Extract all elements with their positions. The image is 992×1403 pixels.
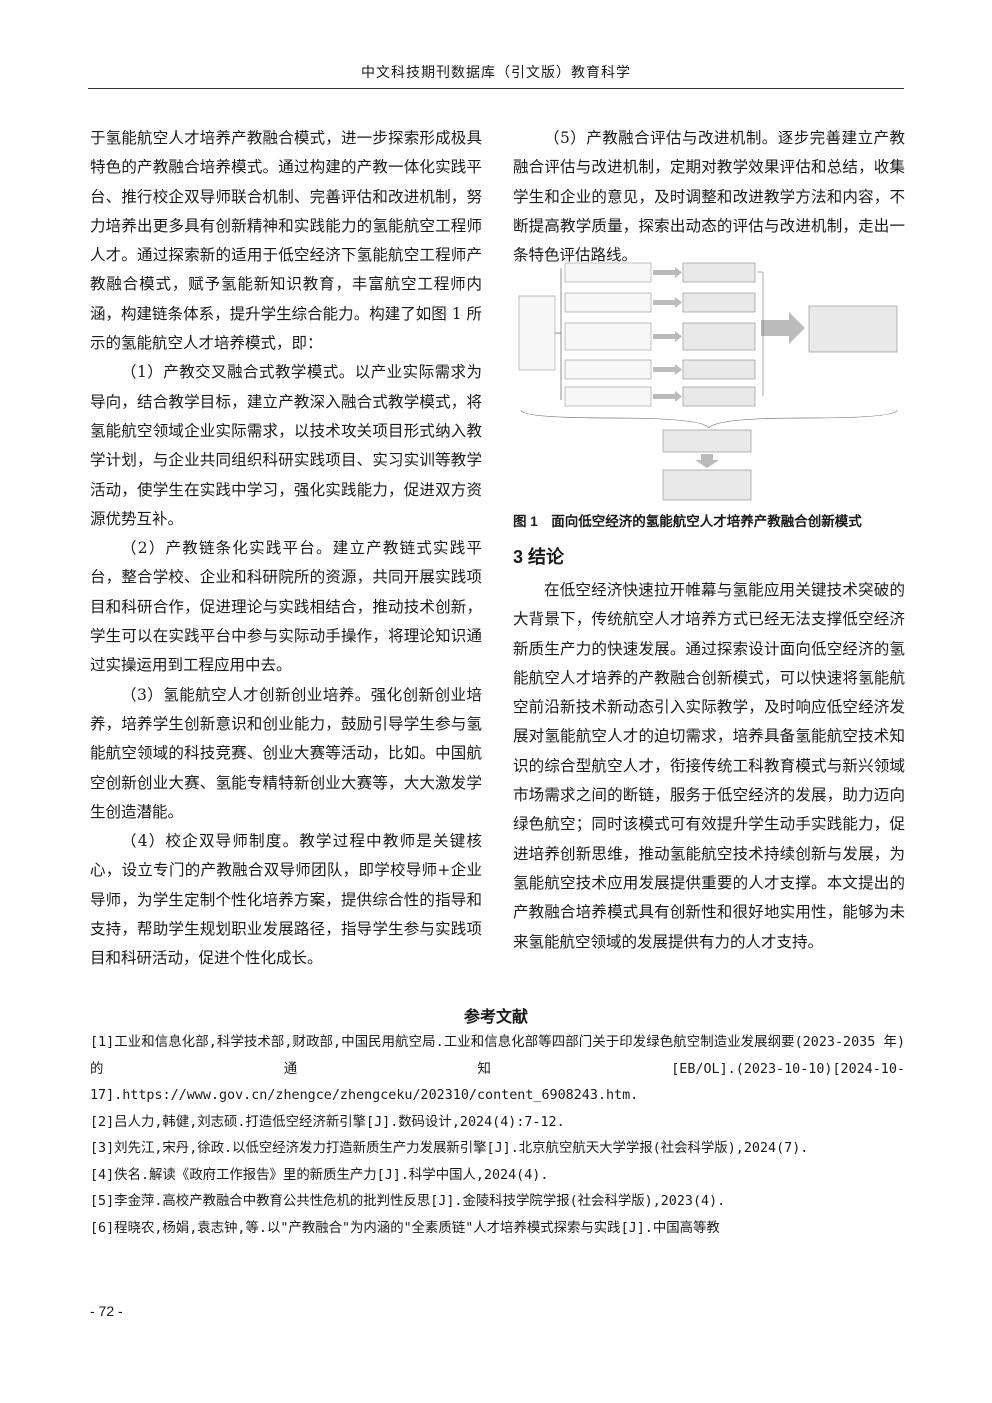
diagram-row-box [564, 386, 652, 407]
paragraph: 在低空经济快速拉开帷幕与氢能应用关键技术突破的大背景下，传统航空人才培养方式已经… [513, 581, 905, 951]
diagram-outcome-box [662, 469, 752, 501]
page-number: - 72 - [90, 1303, 123, 1319]
diagram-row-box [564, 262, 652, 283]
paragraph: 于氢能航空人才培养产教融合模式，进一步探索形成极具特色的产教融合培养模式。通过构… [90, 129, 482, 353]
diagram-row-box [682, 262, 756, 283]
diagram-row-box [682, 292, 756, 313]
reference-item: [1]工业和信息化部,科学技术部,财政部,中国民用航空局.工业和信息化部等四部门… [90, 1035, 905, 1103]
paragraph: （1）产教交叉融合式教学模式。以产业实际需求为导向，结合教学目标，建立产教深入融… [90, 363, 482, 528]
reference-list: [1]工业和信息化部,科学技术部,财政部,中国民用航空局.工业和信息化部等四部门… [90, 1030, 905, 1242]
diagram-row-box [682, 386, 756, 407]
reference-item: [4]佚名.解读《政府工作报告》里的新质生产力[J].科学中国人,2024(4)… [90, 1167, 549, 1183]
diagram-row-box [564, 322, 652, 351]
diagram-target-box [808, 305, 898, 353]
paragraph: （4）校企双导师制度。教学过程中教师是关键核心，设立专门的产教融合双导师团队，即… [90, 832, 482, 968]
diagram-row-box [682, 322, 756, 351]
journal-header: 中文科技期刊数据库（引文版）教育科学 [88, 62, 904, 89]
reference-item: [6]程晓农,杨娟,袁志钟,等.以"产教融合"为内涵的"全素质链"人才培养模式探… [90, 1220, 720, 1236]
diagram-row-box [564, 359, 652, 380]
conclusion-text: 在低空经济快速拉开帷幕与氢能应用关键技术突破的大背景下，传统航空人才培养方式已经… [513, 576, 905, 957]
diagram-rows [564, 262, 756, 407]
figure-1-diagram [513, 260, 905, 505]
right-column-top: （5）产教融合评估与改进机制。逐步完善建立产教融合评估与改进机制，定期对教学效果… [513, 124, 905, 270]
paragraph: （5）产教融合评估与改进机制。逐步完善建立产教融合评估与改进机制，定期对教学效果… [513, 129, 905, 265]
reference-item: [3]刘先江,宋丹,徐政.以低空经济发力打造新质生产力发展新引擎[J].北京航空… [90, 1141, 809, 1156]
reference-item: [2]吕人力,韩健,刘志硕.打造低空经济新引擎[J].数码设计,2024(4):… [90, 1114, 565, 1130]
section-title: 3 结论 [513, 547, 565, 567]
paragraph: （2）产教链条化实践平台。建立产教链式实践平台，整合学校、企业和科研院所的资源，… [90, 539, 482, 675]
left-column: 于氢能航空人才培养产教融合模式，进一步探索形成极具特色的产教融合培养模式。通过构… [90, 124, 482, 974]
diagram-source-box [518, 295, 556, 371]
references-title: 参考文献 [463, 1007, 528, 1026]
diagram-arrows [653, 267, 805, 402]
diagram-row-box [682, 359, 756, 380]
diagram-evaluation-box [662, 429, 752, 453]
paragraph: （3）氢能航空人才创新创业培养。强化创新创业培养，培养学生创新意识和创业能力，鼓… [90, 685, 482, 821]
flow-diagram [518, 262, 898, 501]
figure-caption: 图 1 面向低空经济的氢能航空人才培养产教融合创新模式 [513, 514, 862, 529]
reference-item: [5]李金萍.高校产教融合中教育公共性危机的批判性反思[J].金陵科技学院学报(… [90, 1194, 726, 1209]
diagram-row-box [564, 292, 652, 313]
